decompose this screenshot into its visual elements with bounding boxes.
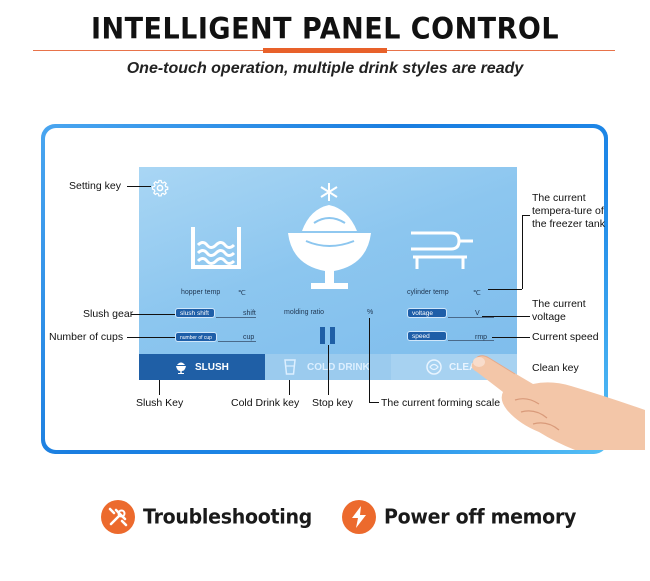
slush-cup-icon	[288, 183, 371, 289]
speed-button[interactable]: speed	[407, 331, 447, 341]
callout-slush-key: Slush Key	[136, 397, 184, 409]
control-screen: hopper temp ℃ cylinder temp ℃ molding ra…	[139, 167, 517, 380]
number-of-cup-button[interactable]: number of cup	[175, 332, 217, 342]
pointing-hand-illustration	[471, 355, 645, 450]
troubleshooting-label: Troubleshooting	[143, 505, 312, 529]
callout-line-speed	[492, 337, 530, 338]
callout-current-speed: Current speed	[532, 331, 599, 343]
callout-number-of-cups: Number of cups	[49, 331, 124, 343]
callout-freezer-temp: The current tempera-ture of the freezer …	[532, 192, 605, 230]
gear-icon[interactable]	[151, 179, 169, 197]
stop-button[interactable]	[320, 327, 336, 344]
callout-line-freezer-top	[522, 215, 530, 216]
callout-line-voltage	[482, 316, 530, 317]
number-of-cup-unit: cup	[243, 334, 255, 341]
pause-bar-right	[330, 327, 335, 344]
tab-cold-drink-label: COLD DRINK	[307, 362, 370, 373]
callout-clean-key: Clean key	[532, 362, 579, 374]
pause-bar-left	[320, 327, 325, 344]
callout-line-cold-drink	[289, 380, 290, 395]
callout-line-setting	[127, 186, 151, 187]
hopper-tank-icon	[191, 227, 241, 269]
slush-shift-underline	[216, 317, 256, 318]
molding-ratio-unit: %	[367, 309, 374, 316]
page-subtitle: One-touch operation, multiple drink styl…	[126, 60, 524, 77]
callout-line-cups	[127, 337, 175, 338]
cylinder-temp-label: cylinder temp	[407, 289, 449, 296]
feature-troubleshooting: Troubleshooting	[101, 500, 312, 534]
tools-icon	[101, 500, 135, 534]
callout-cold-drink-key: Cold Drink key	[231, 397, 300, 409]
callout-line-freezer-v	[522, 215, 523, 289]
hopper-temp-unit: ℃	[238, 290, 246, 297]
molding-ratio-label: molding ratio	[284, 309, 325, 316]
cold-drink-tab-icon	[284, 359, 296, 375]
speed-unit: rmp	[475, 334, 488, 341]
callout-stop-key: Stop key	[312, 397, 353, 409]
slush-shift-button[interactable]: slush shift	[175, 308, 215, 318]
title-accent-bar	[263, 48, 387, 53]
voltage-unit: V	[475, 310, 480, 317]
hopper-temp-label: hopper temp	[181, 289, 221, 296]
voltage-button[interactable]: voltage	[407, 308, 447, 318]
slush-shift-unit: shift	[243, 310, 256, 317]
tab-clean-label: CLEAN	[449, 362, 484, 373]
callout-line-slush-key	[159, 380, 160, 395]
power-off-memory-label: Power off memory	[384, 505, 577, 529]
callout-current-voltage: The current voltage	[532, 298, 586, 323]
feature-power-off-memory: Power off memory	[342, 500, 576, 534]
page-title: INTELLIGENT PANEL CONTROL	[90, 12, 560, 47]
callout-slush-gear: Slush gear	[83, 308, 134, 320]
callout-forming-scale: The current forming scale	[381, 397, 501, 409]
cylinder-tank-icon	[411, 231, 473, 269]
callout-line-forming-v	[369, 318, 370, 402]
cylinder-temp-unit: ℃	[473, 290, 481, 297]
tab-slush-label: SLUSH	[195, 362, 229, 373]
voltage-underline	[448, 317, 494, 318]
slush-tab-icon	[176, 362, 186, 374]
speed-underline	[448, 340, 494, 341]
callout-line-slush-gear	[131, 314, 175, 315]
clean-tab-icon	[426, 359, 442, 375]
tab-slush[interactable]: SLUSH	[139, 354, 265, 380]
callout-line-forming-h	[369, 402, 379, 403]
callout-line-freezer-h	[488, 289, 522, 290]
number-of-cup-underline	[218, 341, 256, 342]
callout-setting-key: Setting key	[69, 180, 121, 192]
callout-line-stop	[328, 345, 329, 395]
lightning-icon	[342, 500, 376, 534]
